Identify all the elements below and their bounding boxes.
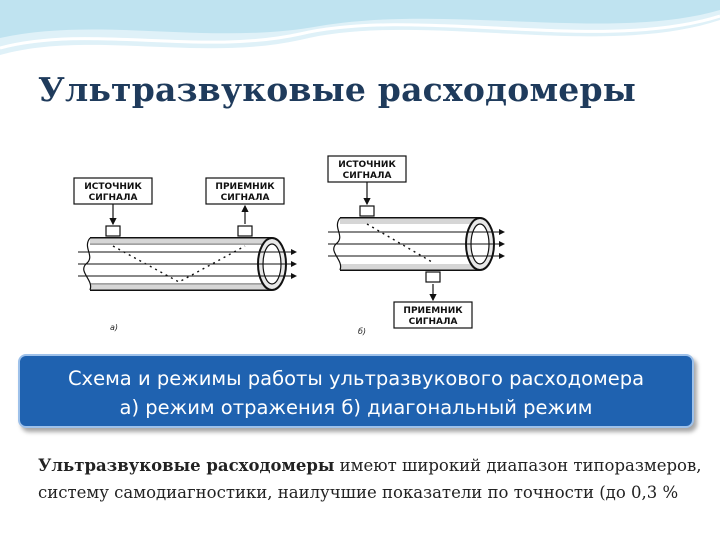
diagram-a-label: а) bbox=[110, 323, 118, 332]
diagram-a: ИСТОЧНИК СИГНАЛА ПРИЕМНИК СИГНАЛА а) bbox=[73, 177, 297, 332]
slide-title: Ультразвуковые расходомеры bbox=[38, 70, 637, 109]
diagram-b: ИСТОЧНИК СИГНАЛА ПРИЕМНИК СИГНАЛА б) bbox=[327, 155, 505, 336]
caption-line-1: Схема и режимы работы ультразвукового ра… bbox=[67, 367, 645, 390]
caption-box: Схема и режимы работы ультразвукового ра… bbox=[18, 354, 694, 428]
diagram-b-receiver-label-2: СИГНАЛА bbox=[409, 317, 458, 327]
diagram-b-receiver-label-1: ПРИЕМНИК bbox=[403, 306, 463, 316]
diagram-b-source-label-2: СИГНАЛА bbox=[343, 171, 392, 181]
diagram-b-label: б) bbox=[358, 327, 366, 336]
body-paragraph: Ультразвуковые расходомеры имеют широкий… bbox=[38, 452, 708, 506]
body-bold-lead: Ультразвуковые расходомеры bbox=[38, 456, 335, 475]
caption-line-2: а) режим отражения б) диагональный режим bbox=[119, 396, 593, 419]
diagram-a-receiver-label-2: СИГНАЛА bbox=[221, 193, 270, 203]
diagram-a-receiver-label-1: ПРИЕМНИК bbox=[215, 182, 275, 192]
header-wave-decoration bbox=[0, 0, 720, 55]
diagram-a-source-label-1: ИСТОЧНИК bbox=[84, 182, 142, 192]
body-rest: имеют широкий диапазон типоразмеров, сис… bbox=[38, 456, 702, 502]
diagram-b-source-label-1: ИСТОЧНИК bbox=[338, 160, 396, 170]
flowmeter-diagram: ИСТОЧНИК СИГНАЛА ПРИЕМНИК СИГНАЛА а) ИСТ… bbox=[73, 155, 505, 336]
diagram-a-source-label-2: СИГНАЛА bbox=[89, 193, 138, 203]
